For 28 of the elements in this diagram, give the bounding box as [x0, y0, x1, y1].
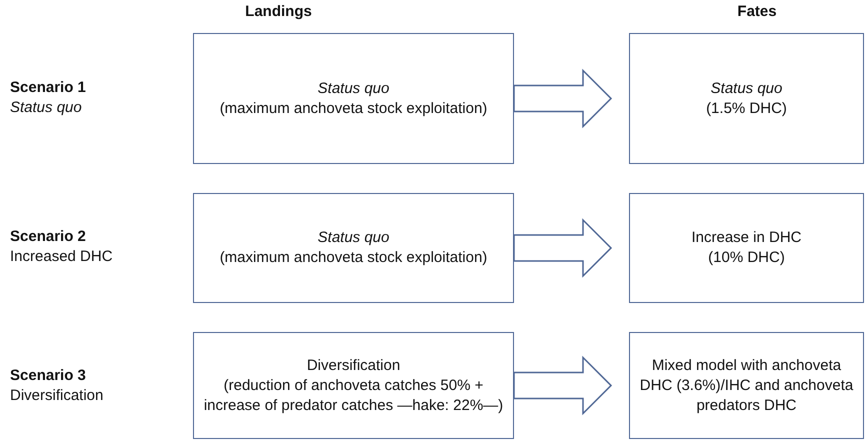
- box-text: Status quo: [318, 78, 390, 98]
- scenario-box: [629, 193, 864, 303]
- scenario-name: Increased DHC: [10, 247, 114, 267]
- scenario-heading: Scenario 2: [10, 227, 87, 247]
- scenario-box: [629, 33, 864, 164]
- scenario-name: Status quo: [10, 98, 83, 118]
- box-text: (maximum anchoveta stock exploitation): [220, 248, 488, 268]
- box-text: Increase in DHC: [691, 228, 802, 248]
- box-text: Mixed model with anchoveta DHC (3.6%)/IHC and anchoveta predators DHC: [638, 356, 854, 416]
- box-text: Status quo: [710, 78, 782, 98]
- column-heading: Landings: [244, 2, 313, 22]
- scenario-box: [193, 33, 514, 164]
- box-text: (reduction of anchoveta catches 50% + increase of predator catches —hake: 22%—): [202, 376, 504, 416]
- block-arrow: [513, 68, 612, 128]
- box-text: Status quo: [318, 228, 390, 248]
- box-text: Diversification: [306, 356, 400, 376]
- box-text: (10% DHC): [708, 248, 785, 268]
- column-heading: Fates: [736, 2, 778, 22]
- scenario-name: Diversification: [10, 386, 104, 406]
- scenario-box: [193, 193, 514, 303]
- scenario-heading: Scenario 3: [10, 366, 87, 386]
- box-text: (1.5% DHC): [706, 98, 787, 118]
- scenario-box: [193, 332, 514, 439]
- block-arrow: [513, 218, 612, 278]
- block-arrow: [513, 356, 612, 416]
- scenario-box: [629, 332, 864, 439]
- scenario-heading: Scenario 1: [10, 78, 87, 98]
- box-text: (maximum anchoveta stock exploitation): [220, 98, 488, 118]
